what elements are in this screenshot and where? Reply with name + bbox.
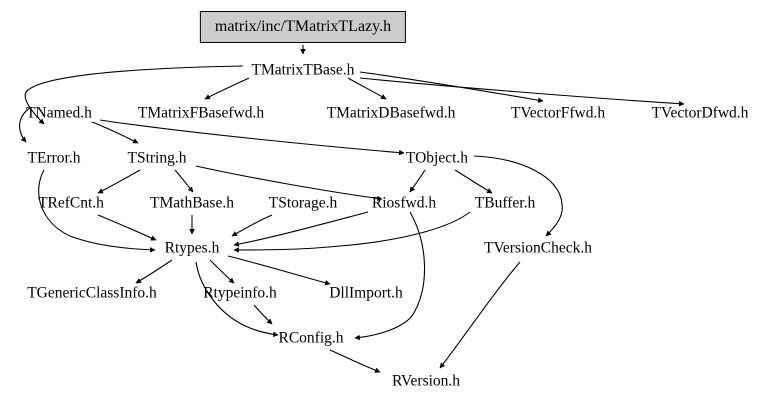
edge-tmatrixtbase-to-tmatrixdbasefwd xyxy=(347,77,387,100)
node-rtypes[interactable]: Rtypes.h xyxy=(164,239,220,257)
node-dllimport[interactable]: DllImport.h xyxy=(329,284,403,302)
node-tmatrixfbasefwd[interactable]: TMatrixFBasefwd.h xyxy=(137,104,265,122)
node-tvectordfwd[interactable]: TVectorDfwd.h xyxy=(651,104,749,122)
node-root: matrix/inc/TMatrixTLazy.h xyxy=(199,11,407,43)
node-tobject[interactable]: TObject.h xyxy=(405,149,469,167)
edge-tobject-to-riosfwd xyxy=(409,169,426,193)
node-tstorage[interactable]: TStorage.h xyxy=(268,194,338,212)
node-tbuffer[interactable]: TBuffer.h xyxy=(474,194,536,212)
node-terror[interactable]: TError.h xyxy=(27,149,81,167)
edge-tbuffer-to-rtypes xyxy=(233,211,471,253)
node-riosfwd[interactable]: Riosfwd.h xyxy=(371,194,437,212)
node-rconfig[interactable]: RConfig.h xyxy=(278,329,344,347)
edge-rtypeinfo-to-rconfig xyxy=(253,304,273,325)
node-rtypeinfo[interactable]: Rtypeinfo.h xyxy=(203,284,277,302)
edge-tstring-to-tmathbase xyxy=(174,169,194,193)
node-tmathbase[interactable]: TMathBase.h xyxy=(150,194,234,212)
edge-tnamed-to-tstring xyxy=(91,121,139,144)
edge-tmatrixtbase-to-tvectordfwd xyxy=(359,77,685,107)
edge-terror-to-rtypes xyxy=(38,169,156,253)
edge-tstorage-to-rtypes xyxy=(231,214,273,237)
edge-riosfwd-to-rtypes xyxy=(233,211,369,247)
node-tmatrixtbase[interactable]: TMatrixTBase.h xyxy=(251,61,355,79)
edge-rconfig-to-rversion xyxy=(329,349,381,373)
edge-trefcnt-to-rtypes xyxy=(97,214,157,241)
node-tmatrixdbasefwd[interactable]: TMatrixDBasefwd.h xyxy=(326,104,456,122)
node-trefcnt[interactable]: TRefCnt.h xyxy=(38,194,104,212)
node-tnamed[interactable]: TNamed.h xyxy=(26,104,92,122)
node-rversion[interactable]: RVersion.h xyxy=(391,372,461,390)
edge-tnamed-to-tobject xyxy=(99,119,405,156)
edge-tstring-to-trefcnt xyxy=(97,169,141,194)
edge-tmatrixtbase-to-tmatrixfbasefwd xyxy=(204,77,250,100)
node-tgenericclassinfo[interactable]: TGenericClassInfo.h xyxy=(27,284,157,302)
node-tversioncheck[interactable]: TVersionCheck.h xyxy=(483,239,593,257)
node-tvectorffwd[interactable]: TVectorFfwd.h xyxy=(510,104,606,122)
node-tstring[interactable]: TString.h xyxy=(127,149,187,167)
edge-tnamed-to-terror xyxy=(19,107,31,143)
edge-tstring-to-riosfwd xyxy=(195,165,383,202)
edge-tobject-to-tbuffer xyxy=(454,169,493,194)
edge-tmatrixtbase-to-tnamed xyxy=(24,65,244,125)
edge-rtypes-to-tgenericclassinfo xyxy=(135,259,173,284)
edge-rtypes-to-dllimport xyxy=(227,255,331,286)
edge-tversioncheck-to-rversion xyxy=(439,261,521,369)
edge-paths xyxy=(19,45,685,373)
edge-tobject-to-tversioncheck xyxy=(473,155,563,237)
edge-rtypes-to-rconfig xyxy=(195,261,279,338)
edge-rtypes-to-rtypeinfo xyxy=(209,259,235,284)
edge-dllimport-to-rconfig xyxy=(354,211,426,341)
